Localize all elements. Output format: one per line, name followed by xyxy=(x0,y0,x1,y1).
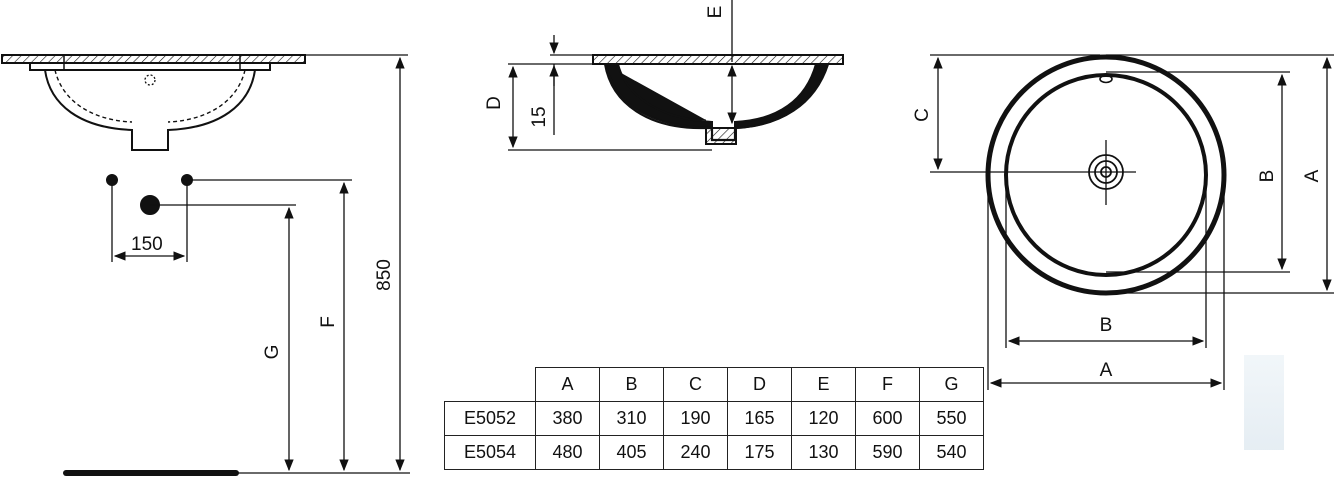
table-cell: 540 xyxy=(919,435,984,470)
plan-view xyxy=(930,54,1334,390)
table-header-cell: F xyxy=(855,367,920,402)
overflow-hole xyxy=(144,74,156,86)
countertop-left-section xyxy=(1,54,306,64)
basin-rim-left xyxy=(29,62,271,71)
table-row: E5052 380 310 190 165 120 600 550 xyxy=(444,401,984,436)
table-cell: 240 xyxy=(663,435,728,470)
table-header-cell: B xyxy=(599,367,664,402)
dim-F-label: F xyxy=(318,316,339,328)
dim-D-label: D xyxy=(484,96,505,110)
table-header-cell: G xyxy=(919,367,984,402)
basin-bowl-left xyxy=(44,69,256,151)
table-header-cell: A xyxy=(535,367,600,402)
dim-15-label: 15 xyxy=(529,106,550,127)
basin-section-wall xyxy=(604,63,713,130)
countertop-section xyxy=(592,54,844,65)
table-header-cell: D xyxy=(727,367,792,402)
dim-A-right-label: A xyxy=(1302,169,1323,182)
drain-section xyxy=(705,127,737,145)
table-cell: 175 xyxy=(727,435,792,470)
table-cell: 590 xyxy=(855,435,920,470)
model-code: E5052 xyxy=(444,401,536,436)
dim-B-bottom-label: B xyxy=(1100,315,1113,336)
dim-150-label: 150 xyxy=(131,234,163,255)
table-cell: 310 xyxy=(599,401,664,436)
table-cell: 405 xyxy=(599,435,664,470)
watermark-logo xyxy=(1244,355,1284,450)
dim-G-label: G xyxy=(262,345,283,360)
basin-inner-hidden-left xyxy=(54,69,133,123)
supply-hole-left xyxy=(106,174,118,186)
table-cell: 165 xyxy=(727,401,792,436)
table-header-cell: C xyxy=(663,367,728,402)
dim-B-right-label: B xyxy=(1257,170,1278,183)
table-header-row: A B C D E F G xyxy=(444,367,984,402)
dim-850-label: 850 xyxy=(374,259,395,291)
table-cell: 190 xyxy=(663,401,728,436)
cross-section-view xyxy=(508,0,844,151)
dim-E-label: E xyxy=(705,6,726,19)
table-cell: 600 xyxy=(855,401,920,436)
table-row: E5054 480 405 240 175 130 590 540 xyxy=(444,435,984,470)
dim-C-label: C xyxy=(912,108,933,122)
table-cell: 120 xyxy=(791,401,856,436)
table-cell: 130 xyxy=(791,435,856,470)
table-cell: 380 xyxy=(535,401,600,436)
dimension-table: A B C D E F G E5052 380 310 190 165 120 … xyxy=(444,367,984,470)
table-cell: 480 xyxy=(535,435,600,470)
table-cell: 550 xyxy=(919,401,984,436)
dim-A-bottom-label: A xyxy=(1100,360,1113,381)
overflow-hole-plan xyxy=(1099,74,1113,84)
side-elevation-view xyxy=(1,54,410,476)
model-code: E5054 xyxy=(444,435,536,470)
table-header-cell: E xyxy=(791,367,856,402)
